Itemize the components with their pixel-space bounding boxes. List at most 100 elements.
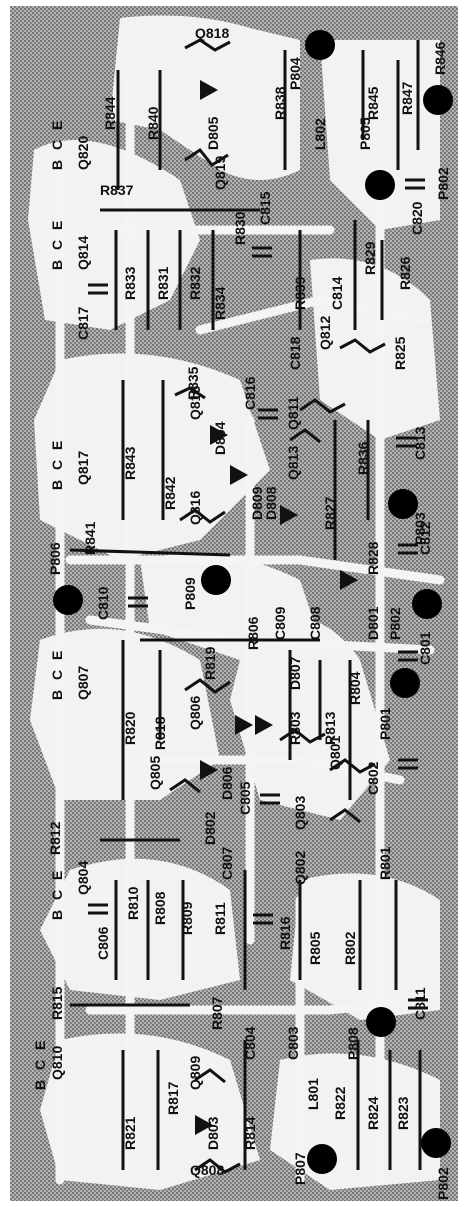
label-r838: R838 (272, 86, 288, 120)
transistor-symbols (169, 38, 386, 1174)
pin-label-c: C (49, 890, 65, 900)
diode-d804-icon (210, 425, 228, 445)
label-c810: C810 (95, 586, 111, 620)
pad-p802-mid[interactable] (412, 589, 442, 619)
capacitor-symbols (88, 178, 428, 1010)
label-r811: R811 (212, 902, 228, 935)
label-r804: R804 (347, 671, 363, 705)
label-q812: Q812 (317, 316, 333, 350)
label-p808: P808 (345, 1027, 361, 1060)
pin-label-e: E (49, 871, 65, 880)
diode-d809-icon (230, 465, 248, 485)
label-r802: R802 (342, 931, 358, 965)
label-r844: R844 (102, 96, 118, 130)
label-r836: R836 (355, 441, 371, 475)
label-c820: C820 (409, 201, 425, 235)
label-d803: D803 (205, 1116, 221, 1150)
label-r840: R840 (145, 106, 161, 140)
diode-d802-icon (200, 760, 218, 780)
label-r845: R845 (365, 86, 381, 120)
copper-traces (55, 75, 445, 1185)
pad-p805[interactable] (365, 170, 395, 200)
pin-label-b: B (49, 690, 65, 700)
label-p805: P805 (357, 117, 373, 150)
pin-label-e: E (32, 1041, 48, 1050)
label-c801: C801 (417, 631, 433, 665)
pad-p808[interactable] (366, 1007, 396, 1037)
label-r816: R816 (277, 916, 293, 950)
pad-p801[interactable] (390, 668, 420, 698)
label-q801: Q801 (327, 736, 343, 770)
pad-p806[interactable] (53, 585, 83, 615)
label-q803: Q803 (292, 796, 308, 830)
label-c808: C808 (307, 606, 323, 640)
label-r803: R803 (287, 711, 303, 745)
pin-label-c: C (32, 1060, 48, 1070)
label-r837: R837 (100, 182, 134, 198)
label-c802: C802 (365, 761, 381, 795)
pad-p804[interactable] (305, 30, 335, 60)
label-r805: R805 (307, 931, 323, 965)
label-q811: Q811 (285, 396, 301, 430)
label-p804: P804 (287, 57, 303, 90)
label-q807: Q807 (75, 666, 91, 700)
label-q819: Q819 (212, 156, 228, 190)
label-p802-mid: P802 (387, 607, 403, 640)
pad-p802-top[interactable] (423, 85, 453, 115)
label-r831: R831 (155, 266, 171, 300)
label-r832: R832 (187, 266, 203, 300)
label-r814: R814 (242, 1116, 258, 1150)
label-c811: C811 (412, 987, 428, 1020)
label-q817: Q817 (75, 451, 91, 485)
label-q810: Q810 (49, 1046, 65, 1080)
pin-label-c: C (49, 240, 65, 250)
label-r824: R824 (365, 1096, 381, 1130)
label-q804: Q804 (75, 861, 91, 895)
label-d809: D809 (249, 486, 265, 520)
pad-p809[interactable] (201, 565, 231, 595)
label-q815: Q815 (187, 386, 203, 420)
label-p809: P809 (182, 577, 198, 610)
pad-p803[interactable] (388, 489, 418, 519)
label-q814: Q814 (75, 236, 91, 270)
label-q805: Q805 (147, 756, 163, 790)
label-r830: R830 (232, 211, 248, 245)
component-labels: Q818 Q820 Q819 Q814 Q812 Q815 Q811 Q817 … (32, 25, 451, 1200)
pin-label-c: C (49, 670, 65, 680)
label-q816: Q816 (187, 491, 203, 525)
pin-label-c: C (49, 460, 65, 470)
label-r817: R817 (165, 1081, 181, 1115)
label-q806: Q806 (187, 696, 203, 730)
label-r842: R842 (162, 476, 178, 510)
label-r821: R821 (122, 1116, 138, 1150)
label-c813: C813 (412, 426, 428, 460)
label-r843: R843 (122, 446, 138, 480)
label-q818: Q818 (195, 25, 229, 41)
label-r812: R812 (47, 821, 63, 855)
label-c817: C817 (75, 306, 91, 340)
label-r841: R841 (82, 521, 98, 555)
label-p806: P806 (47, 542, 63, 575)
label-d806: D806 (219, 766, 235, 800)
diode-d803-icon (195, 1115, 213, 1135)
label-c818: C818 (287, 336, 303, 370)
label-r835: R835 (185, 366, 201, 400)
pin-label-b: B (49, 480, 65, 490)
label-r806: R806 (245, 616, 261, 650)
component-bodies (69, 40, 422, 1170)
label-r822: R822 (332, 1086, 348, 1120)
label-r823: R823 (395, 1096, 411, 1130)
label-r809: R809 (179, 901, 195, 935)
pad-p802-bottom[interactable] (421, 1128, 451, 1158)
label-r828: R828 (365, 541, 381, 575)
label-d808: D808 (263, 486, 279, 520)
label-p802-top: P802 (435, 167, 451, 200)
label-c806: C806 (95, 926, 111, 960)
pin-label-e: E (49, 221, 65, 230)
label-l801: L801 (305, 1078, 321, 1110)
label-p803: P803 (412, 512, 428, 545)
label-r846: R846 (432, 41, 448, 75)
pad-p807[interactable] (307, 1144, 337, 1174)
label-r801: R801 (377, 846, 393, 880)
